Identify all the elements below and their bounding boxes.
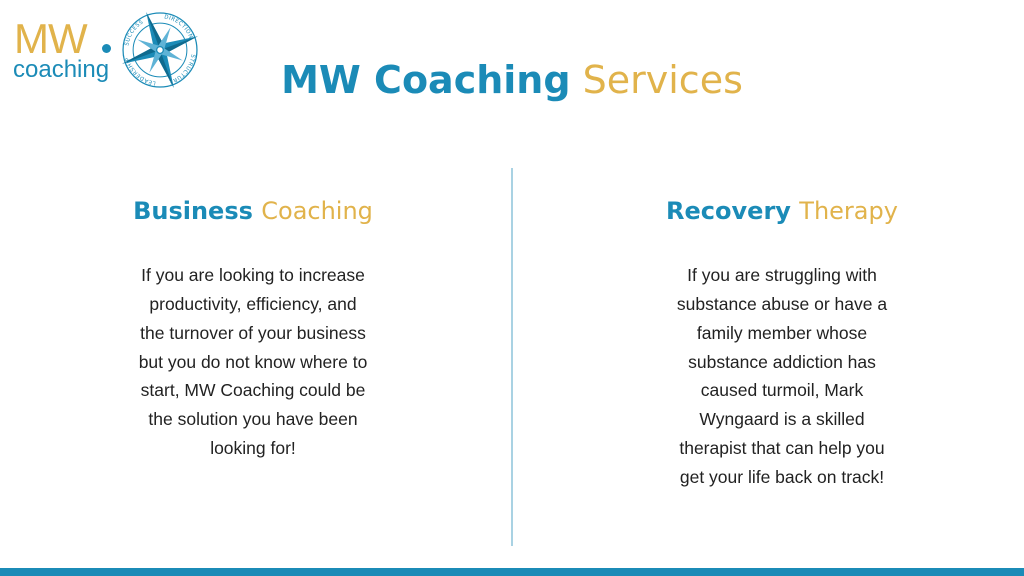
heading-bold: Business — [133, 197, 253, 225]
recovery-therapy-description: If you are struggling with substance abu… — [676, 265, 888, 487]
logo-coaching-text: coaching — [13, 56, 110, 83]
heading-bold: Recovery — [666, 197, 791, 225]
page-title: MW Coaching Services — [0, 58, 1024, 104]
page-title-bold: MW Coaching — [281, 58, 571, 102]
recovery-therapy-section: Recovery Therapy If you are struggling w… — [632, 196, 932, 492]
recovery-therapy-heading: Recovery Therapy — [632, 196, 932, 227]
business-coaching-section: Business Coaching If you are looking to … — [103, 196, 403, 463]
business-coaching-description: If you are looking to increase productiv… — [138, 265, 368, 458]
mw-coaching-logo: MW coaching SUCCESS DIRECTION STRUCTURE … — [10, 8, 210, 90]
logo-dot — [102, 44, 111, 53]
column-divider — [511, 168, 513, 546]
logo-mw-text: MW — [14, 15, 88, 62]
bottom-accent-bar — [0, 568, 1024, 576]
heading-light: Therapy — [799, 197, 898, 225]
page-title-light: Services — [582, 58, 743, 102]
heading-light: Coaching — [261, 197, 373, 225]
compass-rose-icon: SUCCESS DIRECTION STRUCTURE LEADERSHIP — [122, 12, 198, 88]
business-coaching-heading: Business Coaching — [103, 196, 403, 227]
